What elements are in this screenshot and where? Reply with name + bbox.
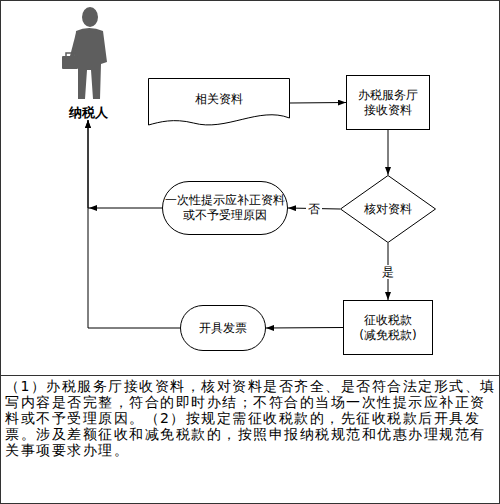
actor-label: 纳税人: [55, 5, 121, 120]
node-text: 核对资料: [364, 202, 412, 217]
document-shape: 相关资料: [148, 78, 290, 128]
flow-arrow: [266, 327, 343, 329]
silhouette-briefcase: [62, 56, 78, 69]
terminal-box: 一次性提示应补正资料或不予受理原因: [162, 181, 288, 235]
edge-label: 是: [380, 265, 396, 279]
process-box: 办税服务厅接收资料: [346, 75, 430, 130]
text-group: 办税服务厅接收资料: [356, 88, 420, 118]
node-text: 办税服务厅接收资料: [356, 88, 420, 118]
flow-arrow: [290, 102, 346, 104]
taxpayer-silhouette: [62, 7, 107, 99]
node-text: 一次性提示应补正资料或不予受理原因: [164, 193, 286, 223]
text-group: 一次性提示应补正资料或不予受理原因: [164, 193, 286, 223]
junction-arrowhead: [89, 205, 97, 211]
decision-diamond: 核对资料: [340, 175, 436, 243]
text-group: 核对资料: [364, 202, 412, 217]
briefcase-handle: [66, 53, 74, 56]
text-group: 征收税款 (减免税款): [357, 313, 419, 343]
node-text: 纳税人: [69, 105, 108, 120]
flow-arrow: [388, 130, 389, 175]
caption: （1）办税服务厅接收资料，核对资料是否齐全、是否符合法定形式、填写内容是否完整，…: [5, 378, 497, 458]
caption-separator: [1, 375, 500, 376]
silhouette-head: [82, 7, 98, 27]
text-group: 相关资料: [195, 92, 243, 107]
node-text: 相关资料: [195, 92, 243, 107]
text-group: 纳税人: [69, 105, 108, 120]
node-text: 开具发票: [199, 321, 247, 336]
terminal-box: 开具发票: [180, 305, 266, 351]
document-border: [149, 79, 290, 126]
process-box: 征收税款 (减免税款): [343, 300, 433, 355]
edge-label: 否: [306, 202, 322, 216]
node-text: 征收税款 (减免税款): [357, 313, 419, 343]
diamond-border: [341, 176, 436, 243]
flow-arrow: [88, 120, 180, 328]
text-group: 开具发票: [199, 321, 247, 336]
flow-arrow: [88, 120, 162, 208]
